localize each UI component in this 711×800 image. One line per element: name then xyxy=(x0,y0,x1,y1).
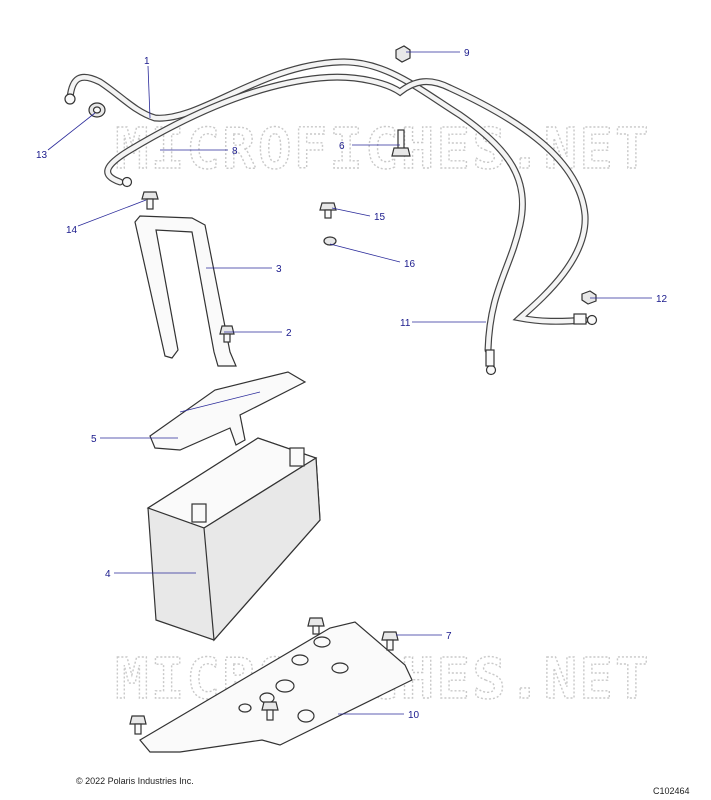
figure-id: C102464 xyxy=(653,786,690,796)
ring-terminal xyxy=(121,176,133,188)
callout-3: 3 xyxy=(276,264,282,275)
battery-part-4[interactable] xyxy=(146,437,321,642)
leader-lines xyxy=(47,51,652,715)
nut-part-9[interactable] xyxy=(395,45,411,63)
terminal-boot xyxy=(573,313,587,325)
bolt-part-7[interactable] xyxy=(129,617,399,735)
cable-part-8[interactable] xyxy=(104,73,589,325)
callout-5: 5 xyxy=(91,434,97,445)
ring-terminal xyxy=(64,93,76,105)
callout-7: 7 xyxy=(446,631,452,642)
callout-15: 15 xyxy=(374,212,386,223)
nut-part-16[interactable] xyxy=(323,236,337,246)
ring-terminal xyxy=(586,314,598,326)
stud-part-6[interactable] xyxy=(391,129,411,157)
terminal-boot xyxy=(485,349,495,367)
bolt-part-14[interactable] xyxy=(141,191,159,210)
callout-1: 1 xyxy=(144,56,150,67)
nut-part-12[interactable] xyxy=(581,290,597,305)
cable-part-1[interactable] xyxy=(66,58,526,354)
bolt-part-15[interactable] xyxy=(319,202,337,219)
callout-9: 9 xyxy=(464,48,470,59)
callout-4: 4 xyxy=(105,569,111,580)
callout-12: 12 xyxy=(656,294,668,305)
callout-10: 10 xyxy=(408,710,420,721)
callout-6: 6 xyxy=(339,141,345,152)
callout-8: 8 xyxy=(232,146,238,157)
callout-11: 11 xyxy=(400,318,411,329)
grommet-part-13[interactable] xyxy=(88,102,106,118)
bracket-part-5[interactable] xyxy=(149,371,307,451)
tray-part-10[interactable] xyxy=(139,621,413,753)
callout-14: 14 xyxy=(66,225,78,236)
callout-13: 13 xyxy=(36,150,48,161)
watermark-top: MICROFICHES.NET xyxy=(115,117,651,182)
callout-16: 16 xyxy=(404,259,416,270)
strap-part-3[interactable] xyxy=(134,215,237,367)
copyright-text: © 2022 Polaris Industries Inc. xyxy=(76,776,194,786)
callout-2: 2 xyxy=(286,328,292,339)
ring-terminal xyxy=(485,364,497,376)
